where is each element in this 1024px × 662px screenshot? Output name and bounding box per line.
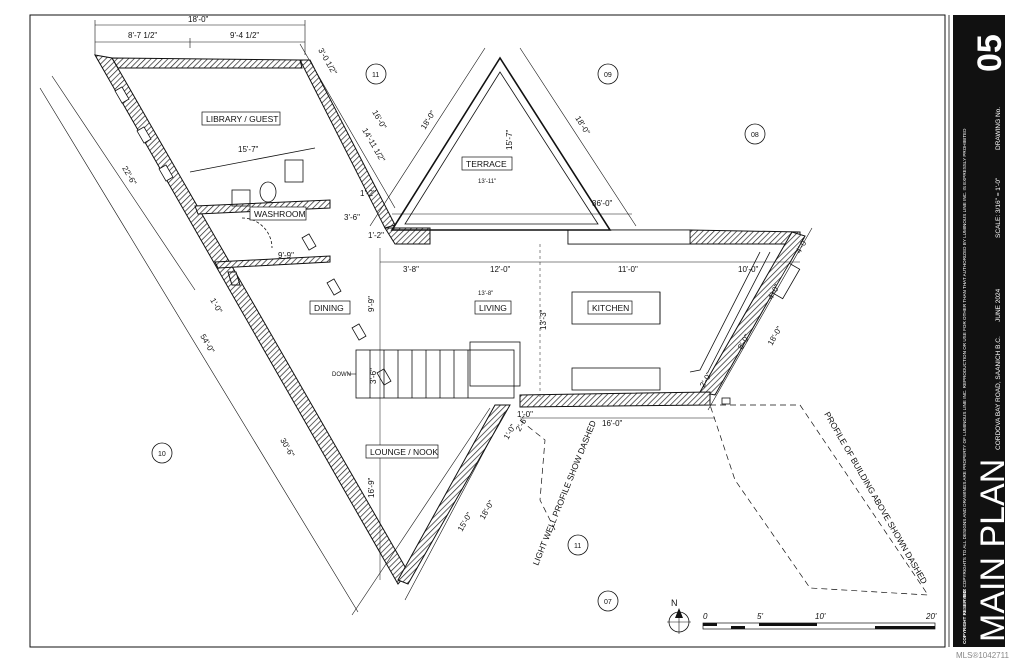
section-marker-labels: 11 09 08 10 11 07 [158, 72, 759, 606]
dim-top-corner: 3'-0 1/2" [316, 47, 339, 77]
dim-left-bottom: 30'-6" [278, 437, 296, 459]
dim-kit-depth: 13'-3" [539, 309, 548, 330]
dim-liv-a: 3'-8" [403, 265, 419, 274]
sheet-border [29, 14, 946, 648]
room-labels: LIBRARY / GUEST WASHROOM TERRACE DINING … [201, 111, 633, 459]
dim-lounge-h: 16'-9" [367, 477, 376, 498]
dim-dining-h: 9'-9" [367, 296, 376, 312]
room-kitchen: KITCHEN [592, 303, 629, 313]
light-well-dashed [519, 419, 556, 531]
dimension-lines [39, 20, 813, 616]
mls-watermark: MLS®1042711 [956, 651, 1009, 660]
project-address: CORDOVA BAY ROAD, SAANICH B.C. [995, 336, 1002, 450]
dim-terrace-base: 36'-0" [592, 199, 613, 208]
dim-terrace-mid: 15'-7" [505, 129, 514, 150]
dim-top-right: 9'-4 1/2" [230, 31, 259, 40]
room-dining: DINING [314, 303, 344, 313]
room-lounge: LOUNGE / NOOK [370, 447, 438, 457]
dim-stair-d: 3'-6" [369, 368, 378, 384]
windows [114, 86, 801, 405]
section-marker-circle [597, 63, 619, 85]
dim-terrace-left: 18'-0" [419, 109, 438, 131]
scale-bar: 0 5' 10' 20' [702, 612, 937, 630]
dim-lib-width: 15'-7" [238, 145, 259, 154]
dim-wash-c: 1'-2" [368, 231, 384, 240]
dim-bottom-mid: 16'-0" [602, 419, 623, 428]
drawing-date: JUNE 2024 [995, 288, 1002, 322]
marker-label: 07 [604, 599, 612, 606]
marker-label: 08 [751, 132, 759, 139]
dim-lib-diag-a: 16'-0" [370, 109, 388, 131]
dim-top-overall: 18'-0" [188, 15, 209, 24]
title-block-bg [953, 15, 1005, 647]
drawing-number: 05 [971, 34, 1009, 72]
interior-lines [189, 147, 771, 580]
section-marker-circle [567, 534, 589, 556]
terrace-outline [390, 56, 612, 231]
walls [94, 54, 806, 585]
title-block: MAIN PLAN CORDOVA BAY ROAD, SAANICH B.C.… [948, 15, 1012, 647]
stair-down-label: DOWN [332, 372, 351, 378]
scale-label-5: 5' [757, 612, 763, 621]
section-marker-circle [744, 123, 766, 145]
dim-liv-c: 11'-0" [618, 265, 638, 274]
section-marker-circle [365, 63, 387, 85]
room-library: LIBRARY / GUEST [206, 114, 278, 124]
dim-wash-a: 1'-2" [360, 189, 376, 198]
marker-label: 11 [372, 72, 379, 79]
copyright-text: THE COPYRIGHTS TO ALL DESIGNS AND DRAWIN… [962, 128, 967, 598]
section-marker-circle [151, 442, 173, 464]
dim-terrace-right: 18'-0" [573, 114, 592, 136]
marker-label: 11 [574, 543, 581, 550]
dim-lower-a: 15'-0" [456, 511, 474, 533]
ceiling-terrace: 13'-11" [478, 179, 496, 185]
profile-above-note: PROFILE OF BUILDING ABOVE SHOWN DASHED [822, 410, 929, 586]
dim-left-lower: 54'-0" [198, 333, 216, 355]
dim-top-left: 8'-7 1/2" [128, 31, 157, 40]
marker-label: 10 [158, 451, 166, 458]
copyright-label: COPYRIGHT RESERVED: [962, 588, 967, 644]
north-arrow: N [667, 598, 691, 634]
scale-label-10: 10' [815, 612, 826, 621]
dim-stair-a: 1'-0" [517, 410, 533, 419]
ceiling-living: 13'-8" [478, 291, 493, 297]
dim-right-a: 10'-0" [738, 265, 759, 274]
room-living: LIVING [479, 303, 507, 313]
dim-small-1: 1'-0" [208, 297, 224, 315]
section-marker-circle [597, 590, 619, 612]
drawing-scale: SCALE: 3/16" = 1'-0" [995, 177, 1002, 238]
dim-lib-diag-b: 14'-11 1/2" [360, 127, 387, 164]
drawing-no-label: DRAWING No. [995, 107, 1002, 150]
scale-label-20: 20' [925, 612, 937, 621]
north-label: N [671, 598, 678, 608]
marker-label: 09 [604, 72, 612, 79]
dim-right-e: 18'-0" [766, 325, 784, 347]
dim-dining-w: 9'-9" [278, 251, 294, 260]
room-washroom: WASHROOM [254, 209, 306, 219]
dim-wash-b: 3'-6" [344, 213, 360, 222]
scale-label-0: 0 [703, 612, 708, 621]
section-markers [151, 63, 766, 612]
dim-lower-b: 18'-0" [478, 499, 496, 521]
room-terrace: TERRACE [466, 159, 507, 169]
dim-liv-b: 12'-0" [490, 265, 511, 274]
dim-left-upper: 22'-6" [120, 165, 138, 187]
profile-above-dashed [709, 404, 929, 596]
drawing-title: MAIN PLAN [974, 459, 1012, 642]
